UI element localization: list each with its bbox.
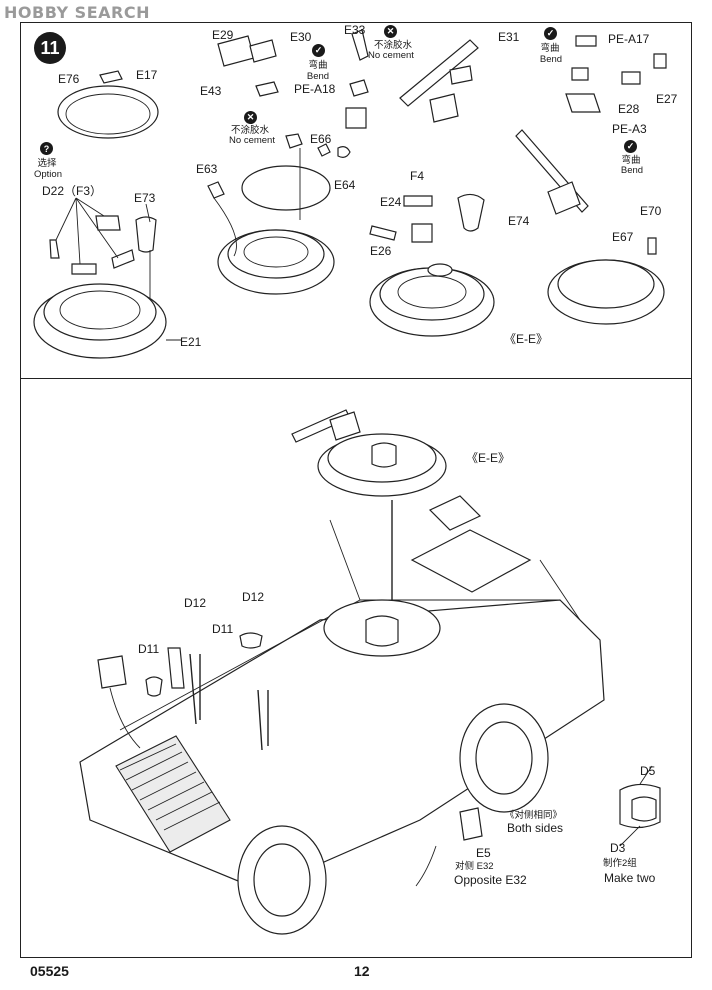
part-label-e24: E24: [380, 195, 402, 209]
no-cement-icon: ✕: [384, 25, 397, 38]
bend-check-icon: ✓: [312, 44, 325, 57]
panel-divider: [20, 378, 692, 379]
product-code: 05525: [30, 963, 69, 979]
instruction-frame: [20, 22, 692, 958]
part-label-pe-a17: PE-A17: [608, 32, 650, 46]
bend-label-en-1: Bend: [306, 71, 330, 82]
bend-label-cn-3: 弯曲: [621, 155, 641, 166]
bend-label-en-3: Bend: [620, 165, 644, 176]
no-cement-label-en-1: No cement: [229, 135, 275, 146]
part-label-e74: E74: [508, 214, 530, 228]
no-cement-label-cn-2: 不涂胶水: [374, 40, 413, 51]
bend-check-icon: ✓: [544, 27, 557, 40]
part-label-e21: E21: [180, 335, 202, 349]
part-label-d11-left: D11: [138, 642, 160, 656]
part-label-e66: E66: [310, 132, 332, 146]
make-two-label-cn: 制作2组: [603, 858, 637, 869]
no-cement-icon: ✕: [244, 111, 257, 124]
step-number-badge: 11: [34, 32, 66, 64]
both-sides-label-cn: 《对侧相同》: [505, 810, 563, 821]
opposite-label-en: Opposite E32: [454, 873, 527, 887]
page-number: 12: [354, 963, 370, 979]
bend-label-en-2: Bend: [539, 54, 563, 65]
turret-exploded: [291, 409, 447, 657]
part-label-e29: E29: [212, 28, 234, 42]
make-two-label-en: Make two: [604, 871, 656, 885]
part-label-e30: E30: [290, 30, 312, 44]
part-label-d3: D3: [610, 841, 626, 855]
pe-parts: [565, 35, 667, 113]
part-label-f4: F4: [410, 169, 425, 183]
ring-e21-assembly: [33, 70, 182, 359]
gun-e31: [345, 29, 479, 129]
part-label-e43: E43: [200, 84, 222, 98]
option-label-cn: 选择: [37, 158, 57, 169]
part-label-e70: E70: [640, 204, 662, 218]
ring-middle-assembly: [207, 35, 351, 295]
watermark: HOBBY SEARCH: [4, 3, 150, 22]
option-label-en: Option: [34, 169, 62, 180]
part-label-d12-left: D12: [184, 596, 207, 610]
ring-far-right-assembly: [515, 129, 665, 325]
no-cement-label-en-2: No cement: [368, 50, 414, 61]
both-sides-label-en: Both sides: [507, 821, 564, 835]
view-label-e-e-1: 《E-E》: [504, 332, 549, 346]
wheels: [237, 703, 549, 935]
view-label-e-e-2: 《E-E》: [466, 451, 511, 465]
bend-check-icon: ✓: [624, 140, 637, 153]
ring-center-right-assembly: [369, 193, 495, 337]
part-label-e26: E26: [370, 244, 392, 258]
part-label-d22: D22（F3）: [42, 184, 103, 198]
hull-parts: [97, 632, 661, 887]
part-label-d11-center: D11: [212, 622, 234, 636]
part-label-pe-a3: PE-A3: [612, 122, 647, 136]
opposite-label-cn: 对侧 E32: [455, 861, 494, 872]
part-label-e31: E31: [498, 30, 520, 44]
part-label-e5: E5: [476, 846, 491, 860]
bend-label-cn-2: 弯曲: [540, 43, 560, 54]
part-label-e17: E17: [136, 68, 158, 82]
part-label-d5: D5: [640, 764, 656, 778]
part-label-e33: E33: [344, 23, 366, 37]
part-label-e64: E64: [334, 178, 356, 192]
part-label-e67: E67: [612, 230, 634, 244]
part-label-d12-right: D12: [242, 590, 265, 604]
vehicle-hull: [79, 495, 605, 891]
question-icon: ?: [40, 142, 53, 155]
part-label-e76: E76: [58, 72, 80, 86]
part-label-e28: E28: [618, 102, 640, 116]
part-label-e73: E73: [134, 191, 156, 205]
no-cement-label-cn-1: 不涂胶水: [230, 125, 270, 136]
part-label-e63: E63: [196, 162, 218, 176]
part-label-e27: E27: [656, 92, 678, 106]
part-label-pe-a18: PE-A18: [294, 82, 336, 96]
bend-label-cn-1: 弯曲: [308, 60, 328, 71]
